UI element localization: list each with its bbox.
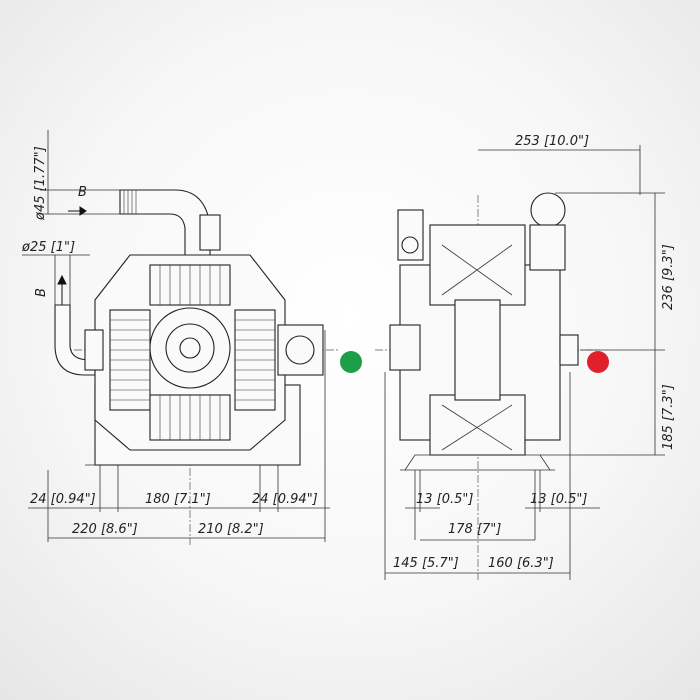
pump-side-view bbox=[375, 192, 600, 580]
inlet-diameter-label: ø45 [1.77"] bbox=[33, 146, 48, 221]
top-width-dim: 253 [10.0"] bbox=[515, 134, 589, 149]
right-half-side-dim: 160 [6.3"] bbox=[488, 556, 554, 571]
outlet-arrow-icon bbox=[57, 274, 67, 305]
foot-spacing-dim: 178 [7"] bbox=[448, 522, 501, 537]
left-offset-dim: 24 [0.94"] bbox=[30, 492, 96, 507]
outlet-fitting bbox=[530, 192, 566, 228]
inlet-flow-label: B bbox=[78, 185, 87, 200]
outlet-flow-label: B bbox=[34, 288, 49, 297]
right-half-dim: 210 [8.2"] bbox=[198, 522, 264, 537]
pump-front-view bbox=[54, 189, 340, 545]
lower-head bbox=[429, 394, 526, 456]
mount-spacing-dim: 180 [7.1"] bbox=[145, 492, 211, 507]
right-view-annotations: 253 [10.0"] 236 [9.3"] 185 [7.3"] 13 [0.… bbox=[384, 134, 676, 580]
left-half-dim: 220 [8.6"] bbox=[72, 522, 138, 537]
outlet-diameter-label: ø25 [1"] bbox=[21, 240, 75, 255]
left-view-annotations: ø45 [1.77"] B ø25 [1"] B 24 [0.94"] 180 … bbox=[21, 130, 330, 542]
outlet-marker-red-dot bbox=[587, 351, 609, 373]
upper-head bbox=[429, 224, 526, 306]
inlet-pipe bbox=[119, 189, 211, 256]
left-foot-dim: 13 [0.5"] bbox=[416, 492, 473, 507]
inlet-marker-green-dot bbox=[340, 351, 362, 373]
lower-height-dim: 185 [7.3"] bbox=[661, 384, 676, 450]
left-half-side-dim: 145 [5.7"] bbox=[393, 556, 459, 571]
right-offset-dim: 24 [0.94"] bbox=[252, 492, 318, 507]
upper-height-dim: 236 [9.3"] bbox=[661, 244, 676, 310]
inlet-arrow-icon bbox=[68, 206, 87, 216]
right-foot-dim: 13 [0.5"] bbox=[530, 492, 587, 507]
